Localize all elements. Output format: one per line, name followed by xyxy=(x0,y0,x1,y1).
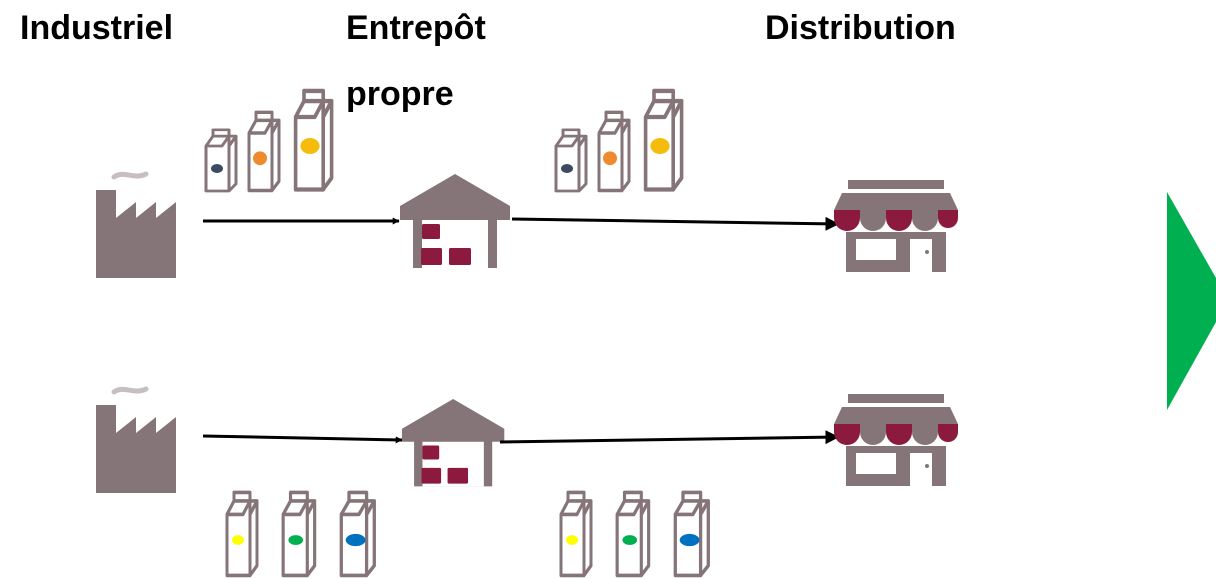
carton-dot xyxy=(566,535,578,545)
top-flow xyxy=(96,91,958,278)
header-industriel: Industriel xyxy=(20,9,174,47)
carton-dot xyxy=(345,533,366,547)
bottom-flow xyxy=(96,389,958,578)
carton-dot xyxy=(650,138,670,154)
milk-carton-icon xyxy=(204,128,238,193)
carton-group-bottom-left xyxy=(225,490,377,578)
carton-dot xyxy=(561,164,573,173)
carton-group-top-left xyxy=(204,91,332,193)
carton-dot xyxy=(253,151,267,166)
milk-carton-icon xyxy=(281,490,317,578)
milk-carton-icon xyxy=(296,91,332,190)
flow-arrow xyxy=(202,434,403,444)
warehouse-icon xyxy=(400,174,510,268)
milk-carton-icon xyxy=(673,490,711,578)
carton-group-top-right xyxy=(554,91,682,193)
carton-dot xyxy=(622,535,638,545)
carton-group-bottom-right xyxy=(559,490,711,578)
factory-icon xyxy=(96,174,176,278)
carton-dot xyxy=(603,151,617,166)
milk-carton-icon xyxy=(646,91,682,190)
milk-carton-icon xyxy=(554,128,588,193)
factory-icon xyxy=(96,389,176,493)
milk-carton-icon xyxy=(559,490,593,578)
milk-carton-icon xyxy=(615,490,651,578)
carton-dot xyxy=(211,164,223,173)
flow-arrow xyxy=(499,430,840,445)
next-slide-arrow-icon[interactable] xyxy=(1167,192,1216,410)
milk-carton-icon xyxy=(597,110,631,193)
carton-dot xyxy=(300,138,320,154)
carton-dot xyxy=(288,535,304,545)
shop-icon xyxy=(834,394,958,486)
carton-dot xyxy=(232,535,244,545)
milk-carton-icon xyxy=(225,490,259,578)
header-entrepot-propre: propre xyxy=(346,75,454,113)
milk-carton-icon xyxy=(339,490,377,578)
carton-dot xyxy=(679,533,700,547)
shop-icon xyxy=(834,180,958,272)
warehouse-icon xyxy=(402,399,505,487)
flow-arrow xyxy=(511,216,840,231)
header-distribution: Distribution xyxy=(765,9,956,47)
milk-carton-icon xyxy=(247,110,281,193)
header-entrepot: Entrepôt xyxy=(346,9,486,47)
